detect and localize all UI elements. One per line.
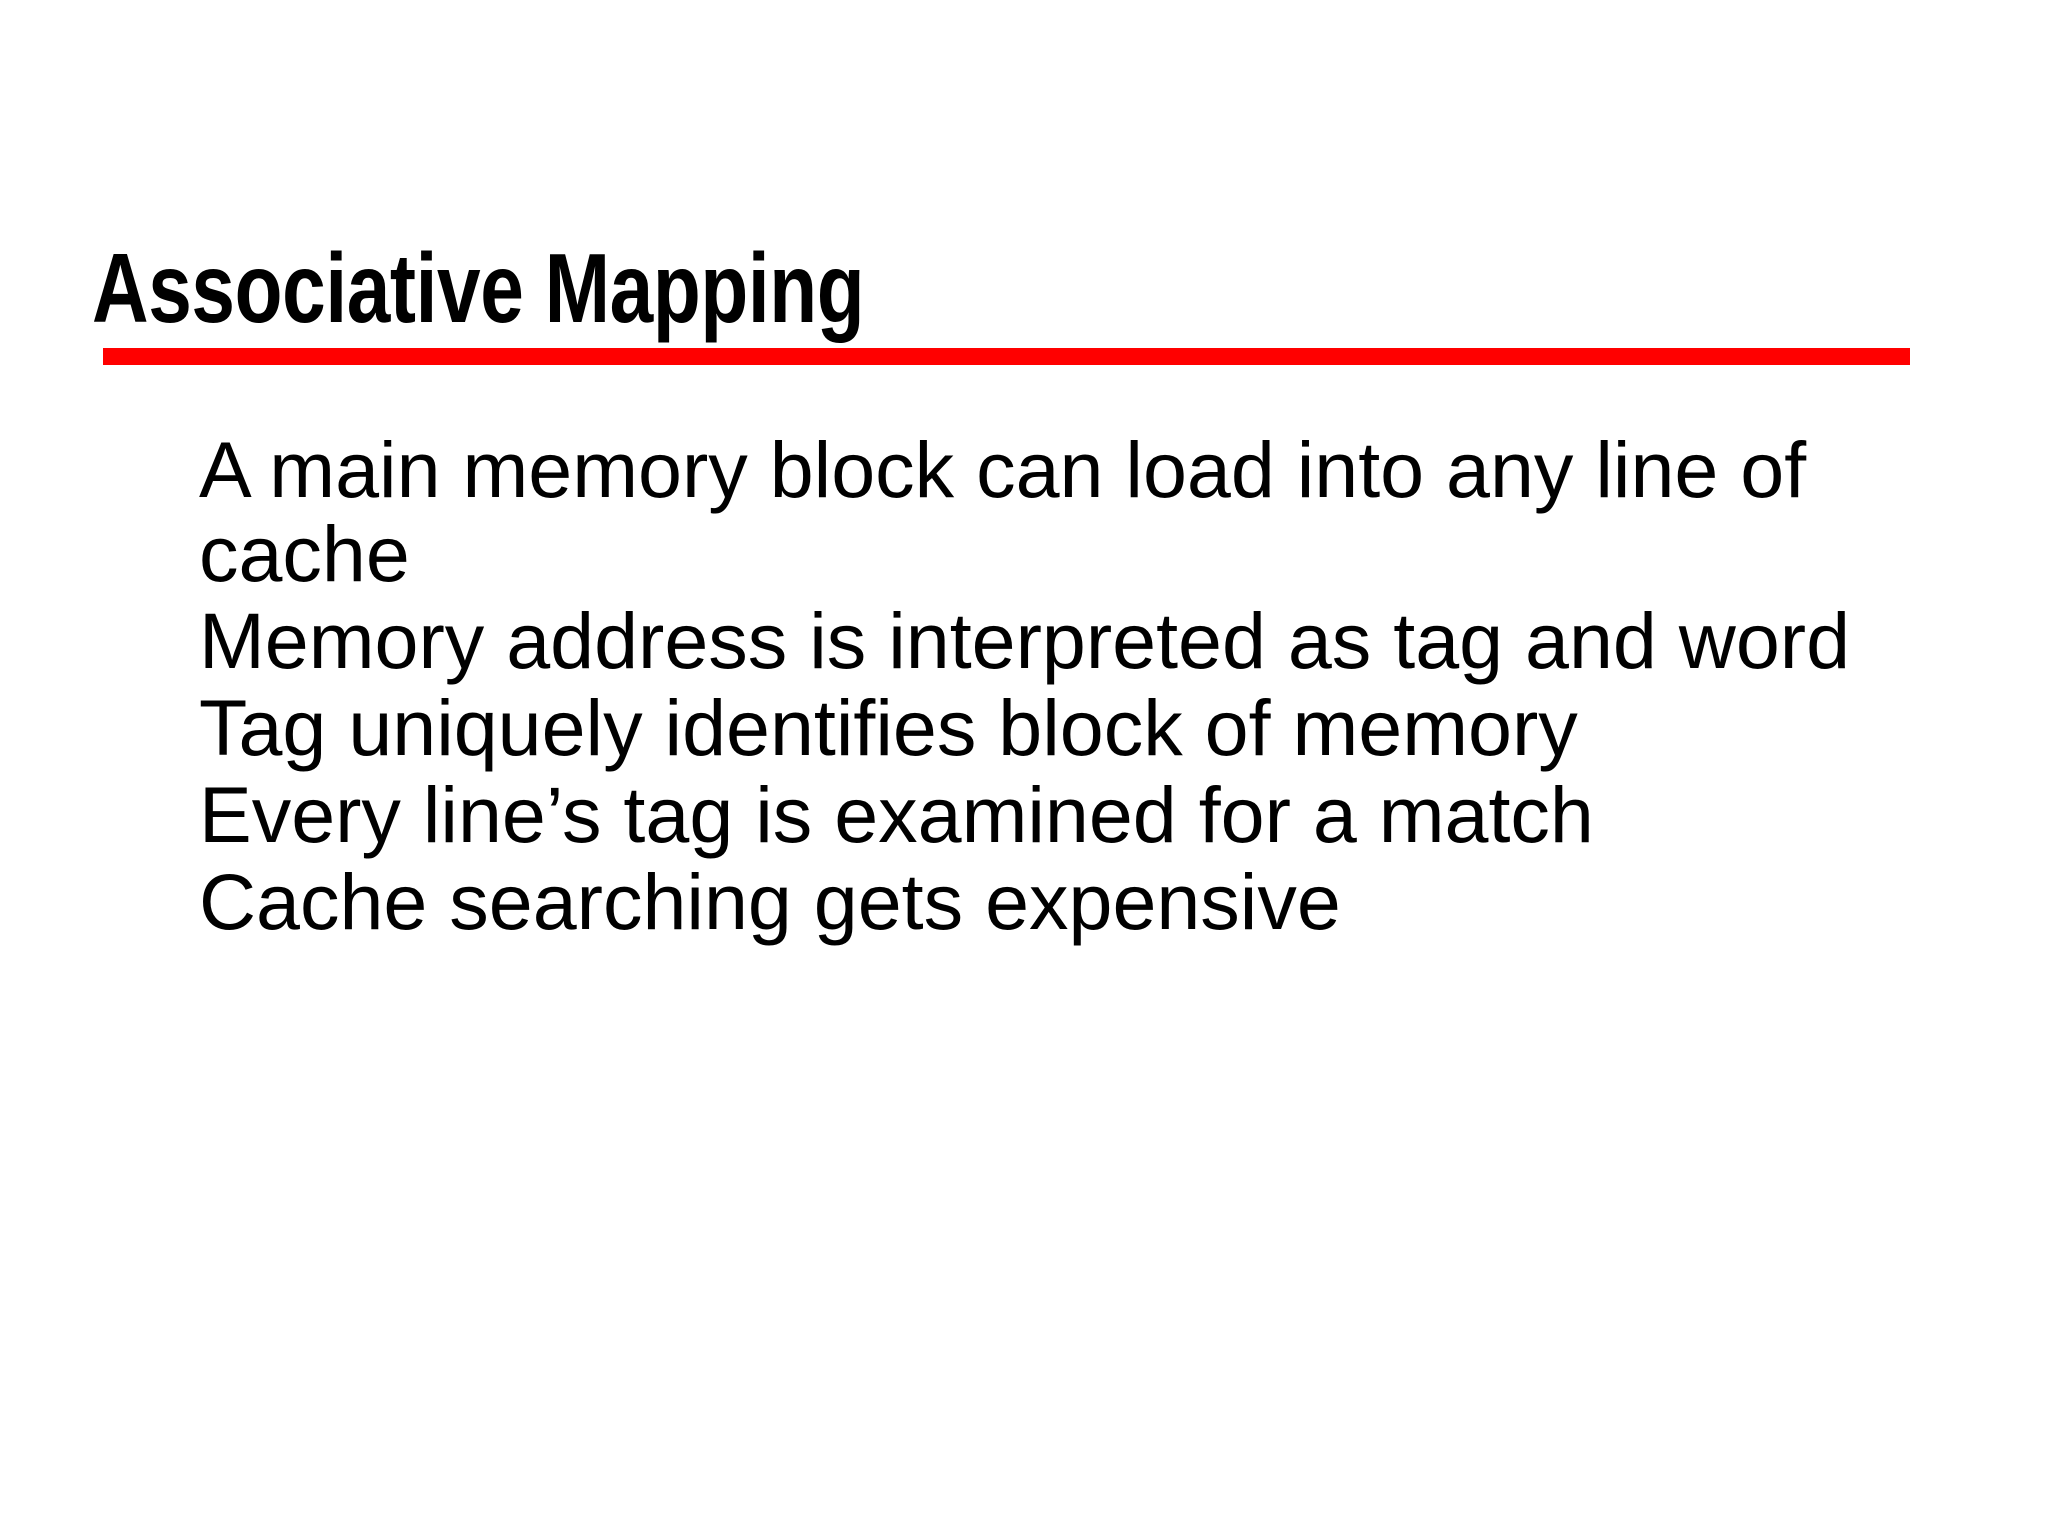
page-title: Associative Mapping [92, 232, 865, 343]
list-item: Cache searching gets expensive [199, 857, 1341, 946]
list-item: Tag uniquely identifies block of memory [199, 683, 1578, 772]
list-item: A main memory block can load into any li… [199, 425, 1807, 598]
list-item: Every line’s tag is examined for a match [199, 770, 1594, 859]
bullet-list: A main memory block can load into any li… [199, 428, 1899, 947]
list-item: Memory address is interpreted as tag and… [199, 596, 1851, 685]
title-underline-rule [103, 348, 1910, 365]
